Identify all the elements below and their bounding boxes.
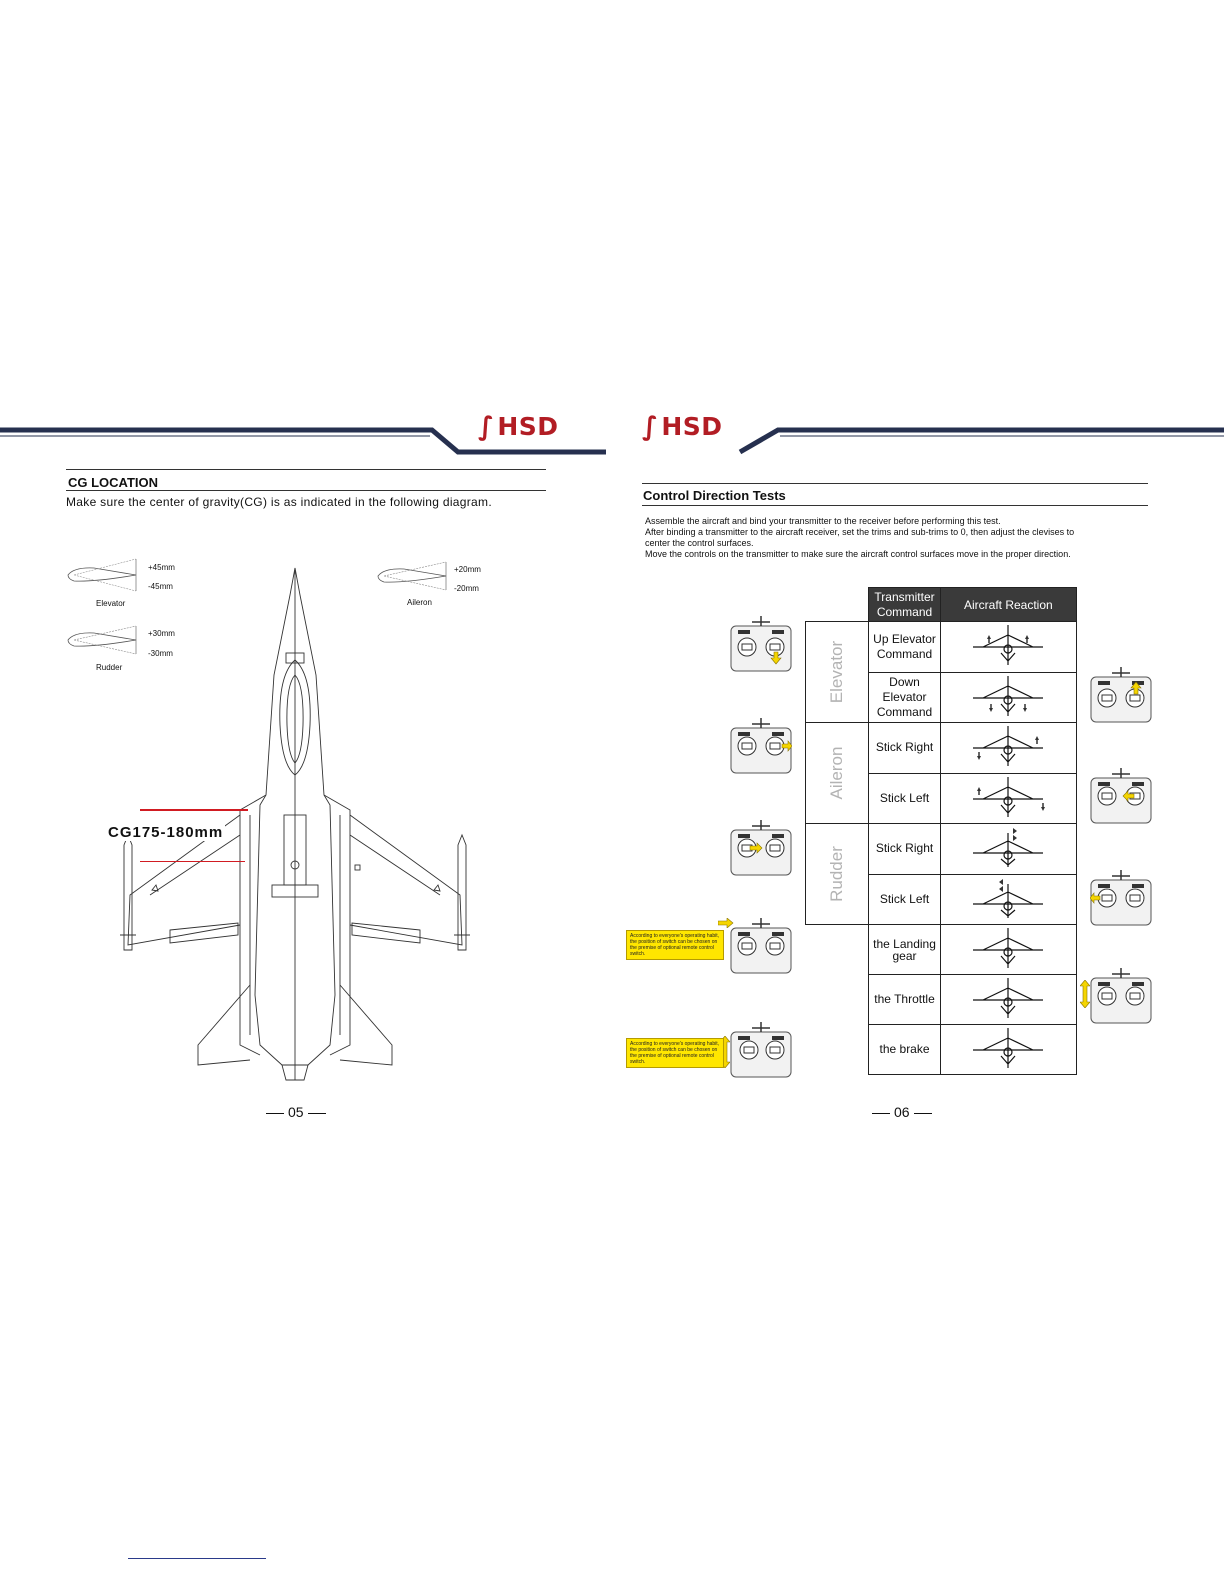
jet-silhouette-icon <box>973 978 1044 1018</box>
flame-icon: ∫ <box>478 412 495 442</box>
table-row: the brake <box>805 1024 1078 1075</box>
command-rudder-right: Stick Right <box>868 823 941 875</box>
table-corner <box>805 587 870 622</box>
cdt-title-rule-bottom <box>642 505 1148 506</box>
aileron-throw-diagram <box>377 561 447 591</box>
cg-label: CG175-180mm <box>106 824 226 841</box>
control-direction-title: Control Direction Tests <box>643 488 786 503</box>
control-direction-table: Transmitter Command Aircraft Reaction El… <box>804 587 1078 1075</box>
rudder-throw-diagram <box>67 625 137 655</box>
footer-rule <box>128 1558 266 1559</box>
flame-icon: ∫ <box>642 412 659 442</box>
command-aileron-right: Stick Right <box>868 722 941 774</box>
transmitter-elevator-down-icon <box>730 616 792 672</box>
cg-marker-line-front <box>140 809 248 811</box>
command-brake: the brake <box>868 1024 941 1075</box>
cdt-paragraph-3: Move the controls on the transmitter to … <box>645 549 1071 559</box>
transmitter-rudder-right-icon <box>730 820 792 876</box>
reaction-cell <box>939 924 1078 975</box>
reaction-cell <box>939 722 1078 774</box>
switch-note-brake: According to everyone's operating habit,… <box>626 1038 724 1068</box>
aileron-down-value: -20mm <box>454 584 479 593</box>
cg-title-rule-bottom <box>66 490 546 491</box>
elevator-down-value: -45mm <box>148 582 173 591</box>
transmitter-aileron-right-icon <box>730 718 792 774</box>
reaction-cell <box>939 772 1078 824</box>
group-aileron: Aileron <box>804 722 870 824</box>
reaction-cell <box>939 873 1078 925</box>
aileron-up-value: +20mm <box>454 565 481 574</box>
jet-silhouette-icon <box>973 1028 1044 1068</box>
reaction-cell <box>939 621 1078 673</box>
page-number-dash <box>872 1112 890 1114</box>
cg-location-title: CG LOCATION <box>68 475 159 490</box>
jet-silhouette-icon <box>973 726 1044 767</box>
jet-top-view-drawing <box>120 567 470 1081</box>
group-blank <box>805 924 870 975</box>
elevator-up-value: +45mm <box>148 563 175 572</box>
elevator-throw-diagram <box>67 558 137 592</box>
group-elevator: Elevator <box>804 621 870 723</box>
cdt-paragraph-1: Assemble the aircraft and bind your tran… <box>645 516 1001 526</box>
jet-silhouette-icon <box>973 776 1046 817</box>
rudder-label: Rudder <box>96 663 123 672</box>
aileron-label: Aileron <box>407 598 432 607</box>
header-band <box>0 427 1224 455</box>
header-aircraft-reaction: Aircraft Reaction <box>939 587 1078 622</box>
page-number-dash <box>913 1112 932 1114</box>
jet-silhouette-icon <box>973 928 1044 968</box>
jet-silhouette-icon <box>973 625 1044 666</box>
jet-silhouette-icon <box>973 675 1044 716</box>
cdt-paragraph-2b: center the control surfaces. <box>645 538 754 548</box>
transmitter-aileron-left-icon <box>1090 768 1152 824</box>
cg-marker-line-rear <box>140 861 245 862</box>
page-number-dash <box>266 1112 284 1114</box>
cdt-paragraph-2a: After binding a transmitter to the aircr… <box>645 527 1075 537</box>
reaction-cell <box>939 823 1078 875</box>
hsd-logo-right: ∫HSD <box>642 412 723 442</box>
throttle-arrow-icon <box>1080 980 1090 1008</box>
page-number-right: 06 <box>868 1104 936 1120</box>
table-row: Aileron Stick Right <box>804 722 1078 824</box>
page-number-left: 05 <box>262 1104 330 1120</box>
transmitter-brake-icon <box>730 1022 792 1078</box>
rudder-down-value: -30mm <box>148 649 173 658</box>
transmitter-rudder-left-icon <box>1090 870 1152 926</box>
cg-instruction: Make sure the center of gravity(CG) is a… <box>66 495 492 509</box>
table-row: Rudder Stick Right <box>804 823 1078 925</box>
rudder-up-value: +30mm <box>148 629 175 638</box>
reaction-cell <box>939 974 1078 1025</box>
command-rudder-left: Stick Left <box>868 873 941 925</box>
transmitter-elevator-up-icon <box>1090 667 1152 723</box>
jet-silhouette-icon <box>973 878 1044 918</box>
elevator-label: Elevator <box>96 599 126 608</box>
reaction-cell <box>939 1024 1078 1075</box>
transmitter-throttle-icon <box>1090 968 1152 1024</box>
reaction-cell <box>939 671 1078 723</box>
table-row: Stick Left <box>806 772 1078 824</box>
hsd-logo-left: ∫HSD <box>478 412 559 442</box>
table-row: the Throttle <box>805 974 1078 1025</box>
transmitter-landing-gear-icon <box>730 918 792 974</box>
page-number-dash <box>307 1112 326 1114</box>
jet-silhouette-icon <box>973 828 1044 868</box>
group-blank <box>805 1024 870 1075</box>
header-transmitter-command: Transmitter Command <box>868 587 941 622</box>
switch-arrow-icon <box>718 918 734 928</box>
cdt-title-rule-top <box>642 483 1148 484</box>
cg-title-rule-top <box>66 469 546 470</box>
command-aileron-left: Stick Left <box>868 772 941 824</box>
group-rudder: Rudder <box>804 823 870 925</box>
command-throttle: the Throttle <box>868 974 941 1025</box>
switch-note-landing-gear: According to everyone's operating habit,… <box>626 930 724 960</box>
group-blank <box>805 974 870 1025</box>
